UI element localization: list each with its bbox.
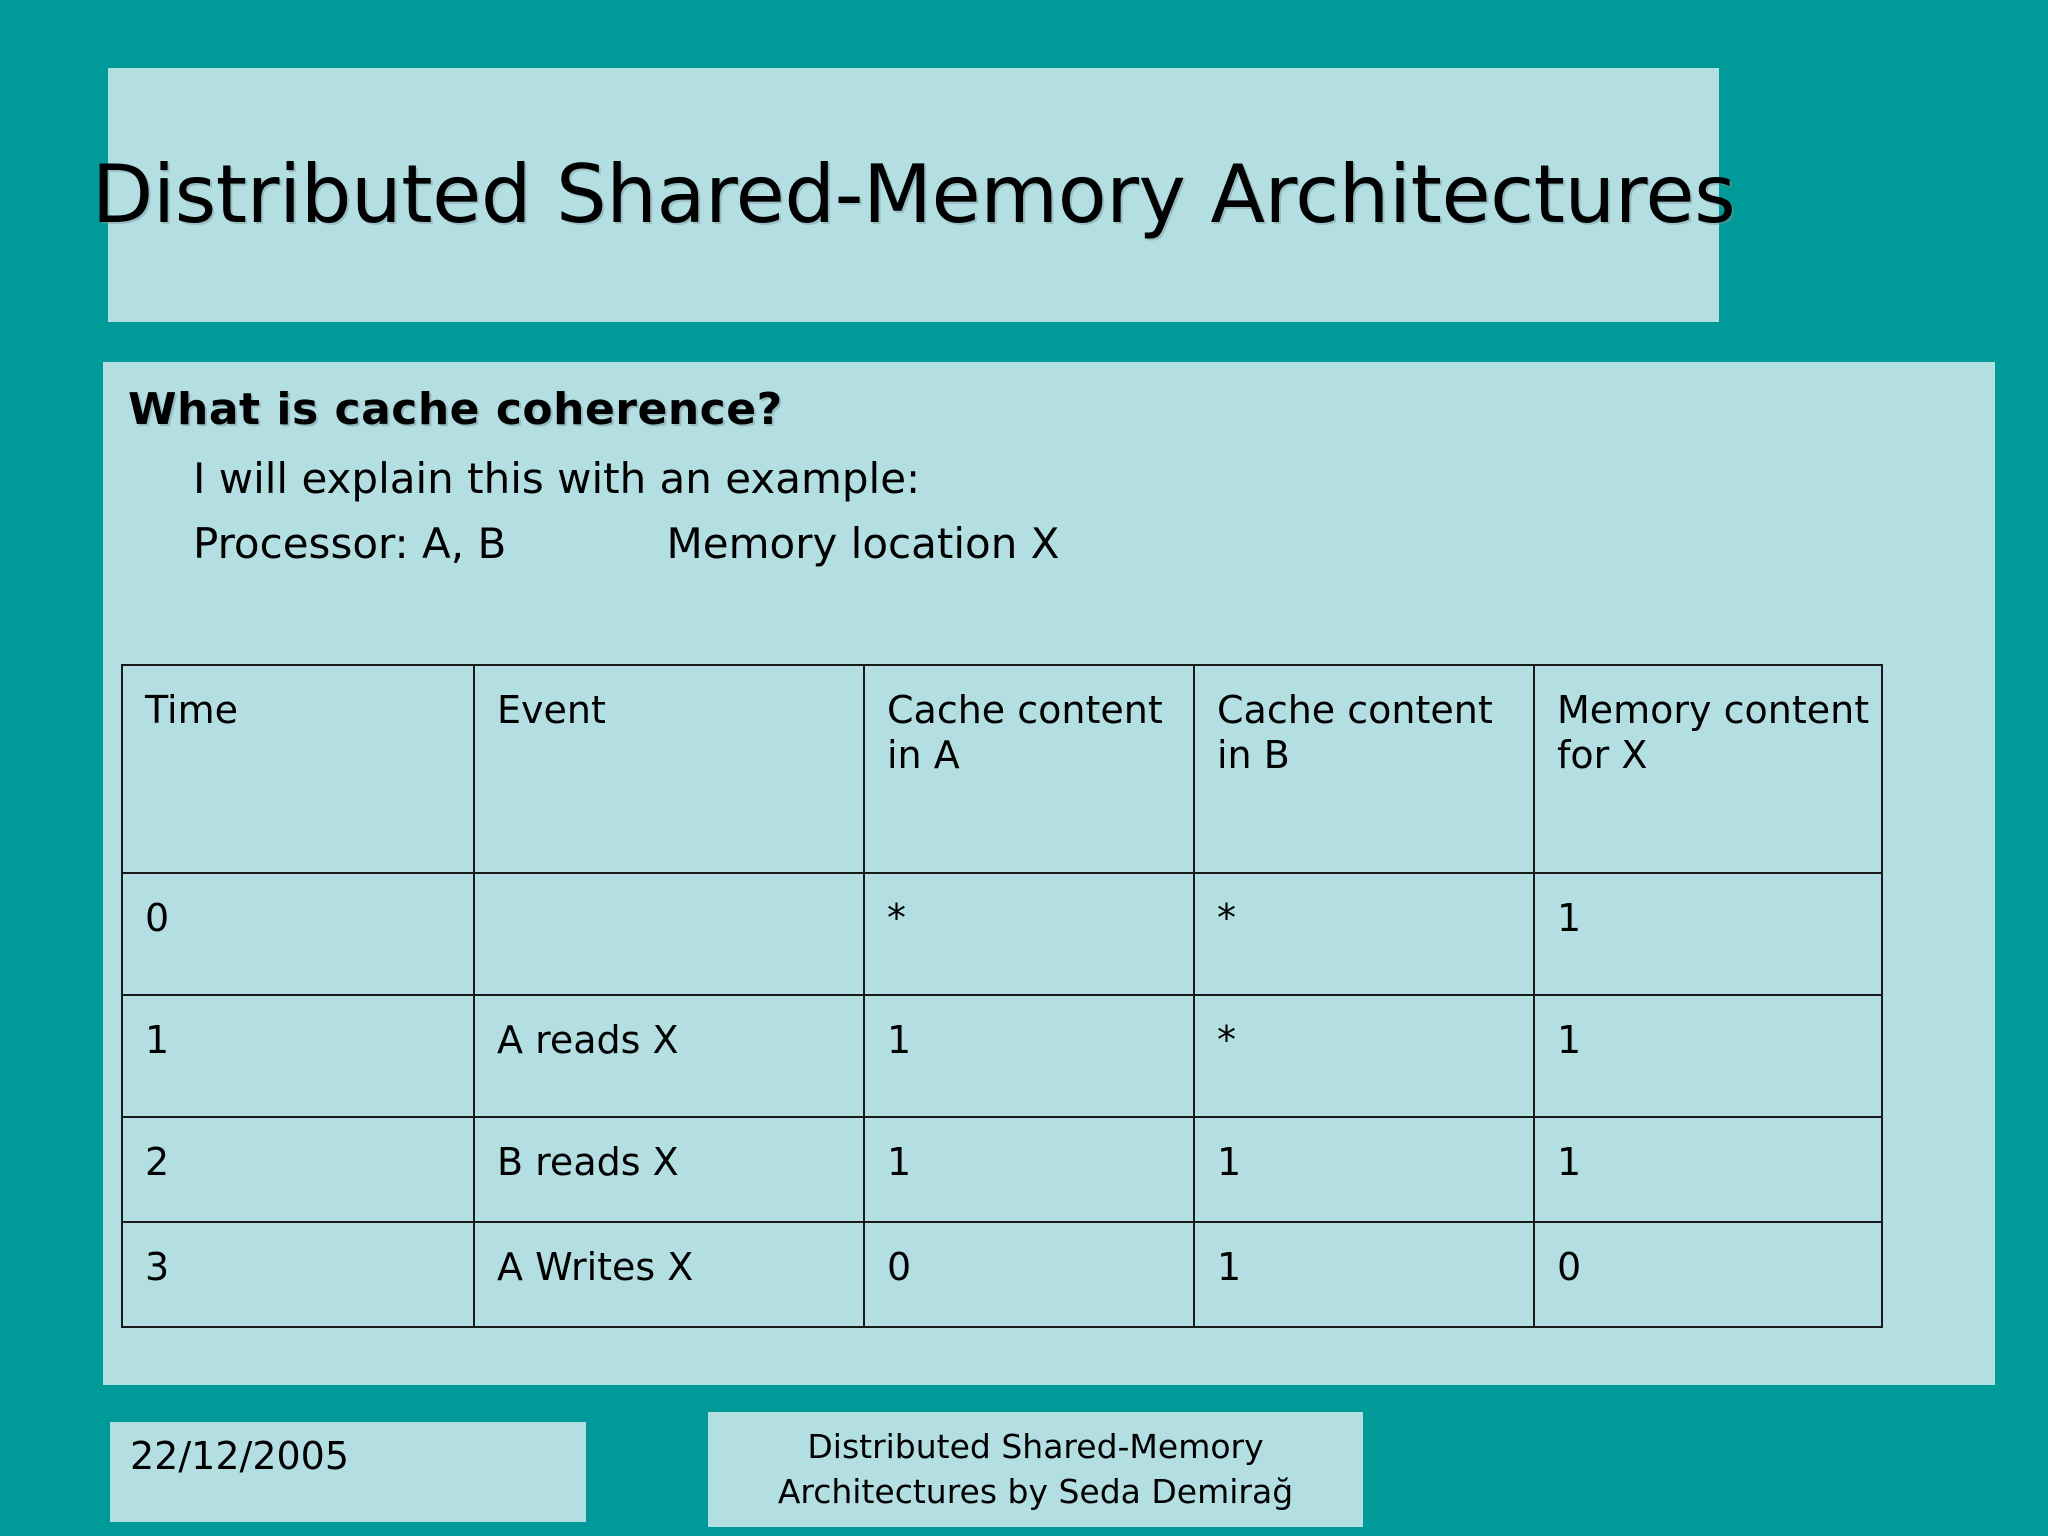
- cell-cache-b: *: [1193, 994, 1535, 1118]
- cell-memory-x: 1: [1533, 1116, 1883, 1223]
- intro-line: I will explain this with an example:: [193, 454, 921, 503]
- column-header-time: Time: [121, 664, 475, 874]
- section-heading: What is cache coherence?: [128, 384, 783, 435]
- table-row: 3 A Writes X 0 1 0: [121, 1221, 1883, 1328]
- cell-time: 1: [121, 994, 475, 1118]
- cell-event: A reads X: [473, 994, 865, 1118]
- cell-time: 2: [121, 1116, 475, 1223]
- footer-credit-box: Distributed Shared-Memory Architectures …: [708, 1412, 1363, 1527]
- cell-memory-x: 0: [1533, 1221, 1883, 1328]
- table-row: 0 * * 1: [121, 872, 1883, 996]
- column-header-cache-b: Cache content in B: [1193, 664, 1535, 874]
- cell-time: 0: [121, 872, 475, 996]
- cell-memory-x: 1: [1533, 872, 1883, 996]
- cell-cache-a: 1: [863, 1116, 1195, 1223]
- cache-coherence-table: Time Event Cache content in A Cache cont…: [121, 664, 1883, 1328]
- setup-line: Processor: A, B Memory location X: [193, 519, 1060, 568]
- column-header-memory-x: Memory content for X: [1533, 664, 1883, 874]
- cell-cache-b: 1: [1193, 1116, 1535, 1223]
- cell-cache-a: *: [863, 872, 1195, 996]
- cell-cache-b: 1: [1193, 1221, 1535, 1328]
- column-header-cache-a: Cache content in A: [863, 664, 1195, 874]
- cell-event: B reads X: [473, 1116, 865, 1223]
- footer-date: 22/12/2005: [130, 1434, 350, 1478]
- cell-cache-a: 0: [863, 1221, 1195, 1328]
- table-row: 2 B reads X 1 1 1: [121, 1116, 1883, 1223]
- cell-event: A Writes X: [473, 1221, 865, 1328]
- footer-credit-line-1: Distributed Shared-Memory: [807, 1426, 1264, 1466]
- footer-credit-line-2: Architectures by Seda Demirağ: [777, 1471, 1294, 1511]
- footer-date-box: 22/12/2005: [110, 1422, 586, 1522]
- cell-cache-b: *: [1193, 872, 1535, 996]
- page-title: Distributed Shared-Memory Architectures: [91, 148, 1736, 241]
- slide-content-panel: What is cache coherence? I will explain …: [103, 362, 1995, 1385]
- table-header-row: Time Event Cache content in A Cache cont…: [121, 664, 1883, 874]
- column-header-event: Event: [473, 664, 865, 874]
- cell-cache-a: 1: [863, 994, 1195, 1118]
- slide-title-box: Distributed Shared-Memory Architectures: [92, 68, 1736, 322]
- cell-time: 3: [121, 1221, 475, 1328]
- table-row: 1 A reads X 1 * 1: [121, 994, 1883, 1118]
- cell-memory-x: 1: [1533, 994, 1883, 1118]
- cell-event: [473, 872, 865, 996]
